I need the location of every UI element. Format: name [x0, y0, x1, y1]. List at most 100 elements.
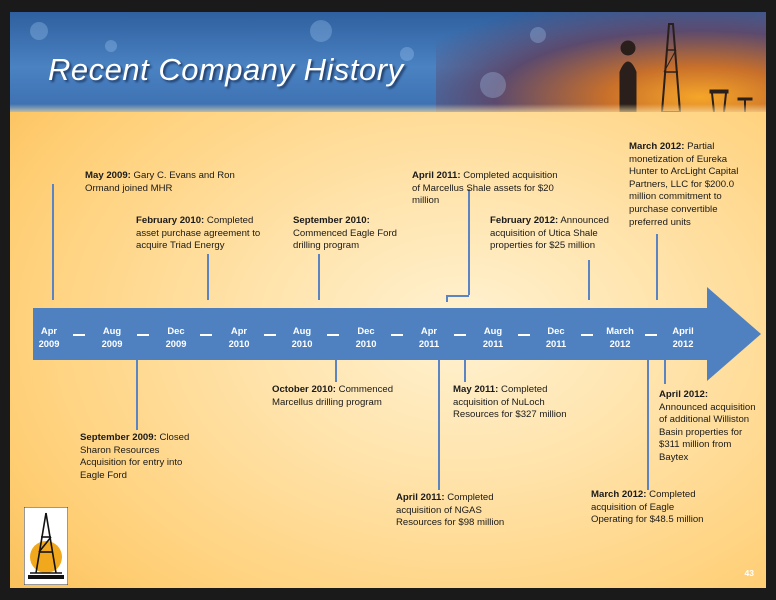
- timeline-tick: April 2012: [663, 324, 703, 350]
- event-text: Announced acquisition of Utica Shale pro…: [490, 215, 609, 252]
- tick-month: Aug: [292, 325, 312, 336]
- tick-year: 2011: [418, 338, 440, 349]
- tick-year: 2012: [609, 338, 631, 349]
- event-date: May 2011:: [453, 384, 499, 395]
- timeline-tick: Aug 2011: [473, 324, 513, 350]
- event-text: Completed asset purchase agreement to ac…: [136, 215, 261, 252]
- decorative-dot: [30, 22, 48, 40]
- connector-line: [468, 189, 470, 295]
- timeline-tick: Dec 2009: [156, 324, 196, 350]
- header-fade: [10, 104, 766, 112]
- connector-line: [318, 254, 320, 300]
- event-text: Commenced Eagle Ford drilling program: [293, 227, 397, 252]
- event-date: February 2012:: [490, 215, 559, 226]
- event-feb-2012: February 2012: Announced acquisition of …: [490, 215, 615, 253]
- timeline-separator: [518, 334, 530, 336]
- timeline-separator: [137, 334, 149, 336]
- connector-line: [588, 260, 590, 300]
- event-mar-2012-eagle: March 2012: Completed acquisition of Eag…: [591, 489, 711, 527]
- event-date: March 2012:: [629, 141, 685, 152]
- timeline-separator: [581, 334, 593, 336]
- decorative-dot: [310, 20, 332, 42]
- event-date: April 2011:: [396, 492, 445, 503]
- timeline-tick: Apr 2009: [29, 324, 69, 350]
- timeline-tick: Apr 2011: [409, 324, 449, 350]
- decorative-dot: [480, 72, 506, 98]
- event-date: May 2009:: [85, 170, 131, 181]
- event-text: Commenced Marcellus drilling program: [272, 384, 394, 408]
- timeline-separator: [73, 334, 85, 336]
- tick-year: 2012: [672, 338, 694, 349]
- page-title: Recent Company History: [48, 52, 404, 87]
- decorative-dot: [105, 40, 117, 52]
- decorative-dot: [400, 47, 414, 61]
- event-text: Completed acquisition of NGAS Resources …: [396, 492, 505, 529]
- timeline-separator: [645, 334, 657, 336]
- connector-line: [52, 184, 54, 300]
- connector-line: [464, 360, 466, 382]
- connector-line: [446, 295, 469, 297]
- connector-line: [647, 360, 649, 490]
- page-number: 43: [744, 568, 754, 578]
- event-apr-2011-ngas: April 2011: Completed acquisition of NGA…: [396, 492, 516, 530]
- tick-year: 2010: [228, 338, 250, 349]
- tick-month: March: [606, 325, 634, 336]
- timeline-arrowhead: [707, 287, 761, 381]
- connector-line: [207, 254, 209, 300]
- oil-derrick-silhouette: [619, 23, 753, 112]
- tick-year: 2011: [482, 338, 504, 349]
- event-text: Partial monetization of Eureka Hunter to…: [629, 141, 739, 228]
- tick-year: 2009: [165, 338, 187, 349]
- header-banner: Recent Company History: [10, 12, 766, 112]
- event-text: Closed Sharon Resources Acquisition for …: [80, 432, 190, 481]
- connector-line: [656, 234, 658, 300]
- event-apr-2012: April 2012: Announced acquisition of add…: [659, 389, 757, 465]
- tick-month: Dec: [167, 325, 185, 336]
- event-may-2011: May 2011: Completed acquisition of NuLoc…: [453, 384, 573, 422]
- tick-month: Apr: [420, 325, 438, 336]
- timeline-separator: [327, 334, 339, 336]
- event-sep-2010: September 2010: Commenced Eagle Ford dri…: [293, 215, 403, 253]
- company-logo: [24, 507, 68, 585]
- event-date: April 2011:: [412, 170, 461, 181]
- timeline-separator: [454, 334, 466, 336]
- event-text: Completed acquisition of NuLoch Resource…: [453, 384, 567, 421]
- timeline-tick: March 2012: [600, 324, 640, 350]
- event-sep-2009: September 2009: Closed Sharon Resources …: [80, 432, 206, 482]
- event-apr-2011-marcellus: April 2011: Completed acquisition of Mar…: [412, 170, 562, 208]
- connector-line: [446, 295, 448, 302]
- event-text: Completed acquisition of Eagle Operating…: [591, 489, 704, 526]
- tick-year: 2009: [38, 338, 60, 349]
- connector-line: [136, 360, 138, 430]
- timeline-separator: [391, 334, 403, 336]
- decorative-dot: [530, 27, 546, 43]
- timeline-separator: [200, 334, 212, 336]
- event-date: September 2010:: [293, 215, 370, 226]
- tick-year: 2010: [291, 338, 313, 349]
- timeline-tick: Apr 2010: [219, 324, 259, 350]
- tick-month: April: [672, 325, 694, 336]
- tick-month: Aug: [102, 325, 122, 336]
- connector-line: [664, 360, 666, 384]
- connector-line: [438, 360, 440, 490]
- event-mar-2012-eureka: March 2012: Partial monetization of Eure…: [629, 141, 756, 229]
- event-text: Gary C. Evans and Ron Ormand joined MHR: [85, 170, 235, 194]
- tick-month: Apr: [40, 325, 58, 336]
- tick-month: Apr: [230, 325, 248, 336]
- event-text: Completed acquisition of Marcellus Shale…: [412, 170, 558, 207]
- event-date: April 2012:: [659, 389, 709, 400]
- tick-month: Aug: [483, 325, 503, 336]
- timeline-tick: Aug 2010: [282, 324, 322, 350]
- event-oct-2010: October 2010: Commenced Marcellus drilli…: [272, 384, 402, 409]
- connector-line: [335, 360, 337, 382]
- event-text: Announced acquisition of additional Will…: [659, 401, 756, 463]
- event-feb-2010: February 2010: Completed asset purchase …: [136, 215, 276, 253]
- event-date: October 2010:: [272, 384, 336, 395]
- tick-year: 2010: [355, 338, 377, 349]
- sunset-oilfield-image: [436, 12, 766, 112]
- tick-month: Dec: [547, 325, 565, 336]
